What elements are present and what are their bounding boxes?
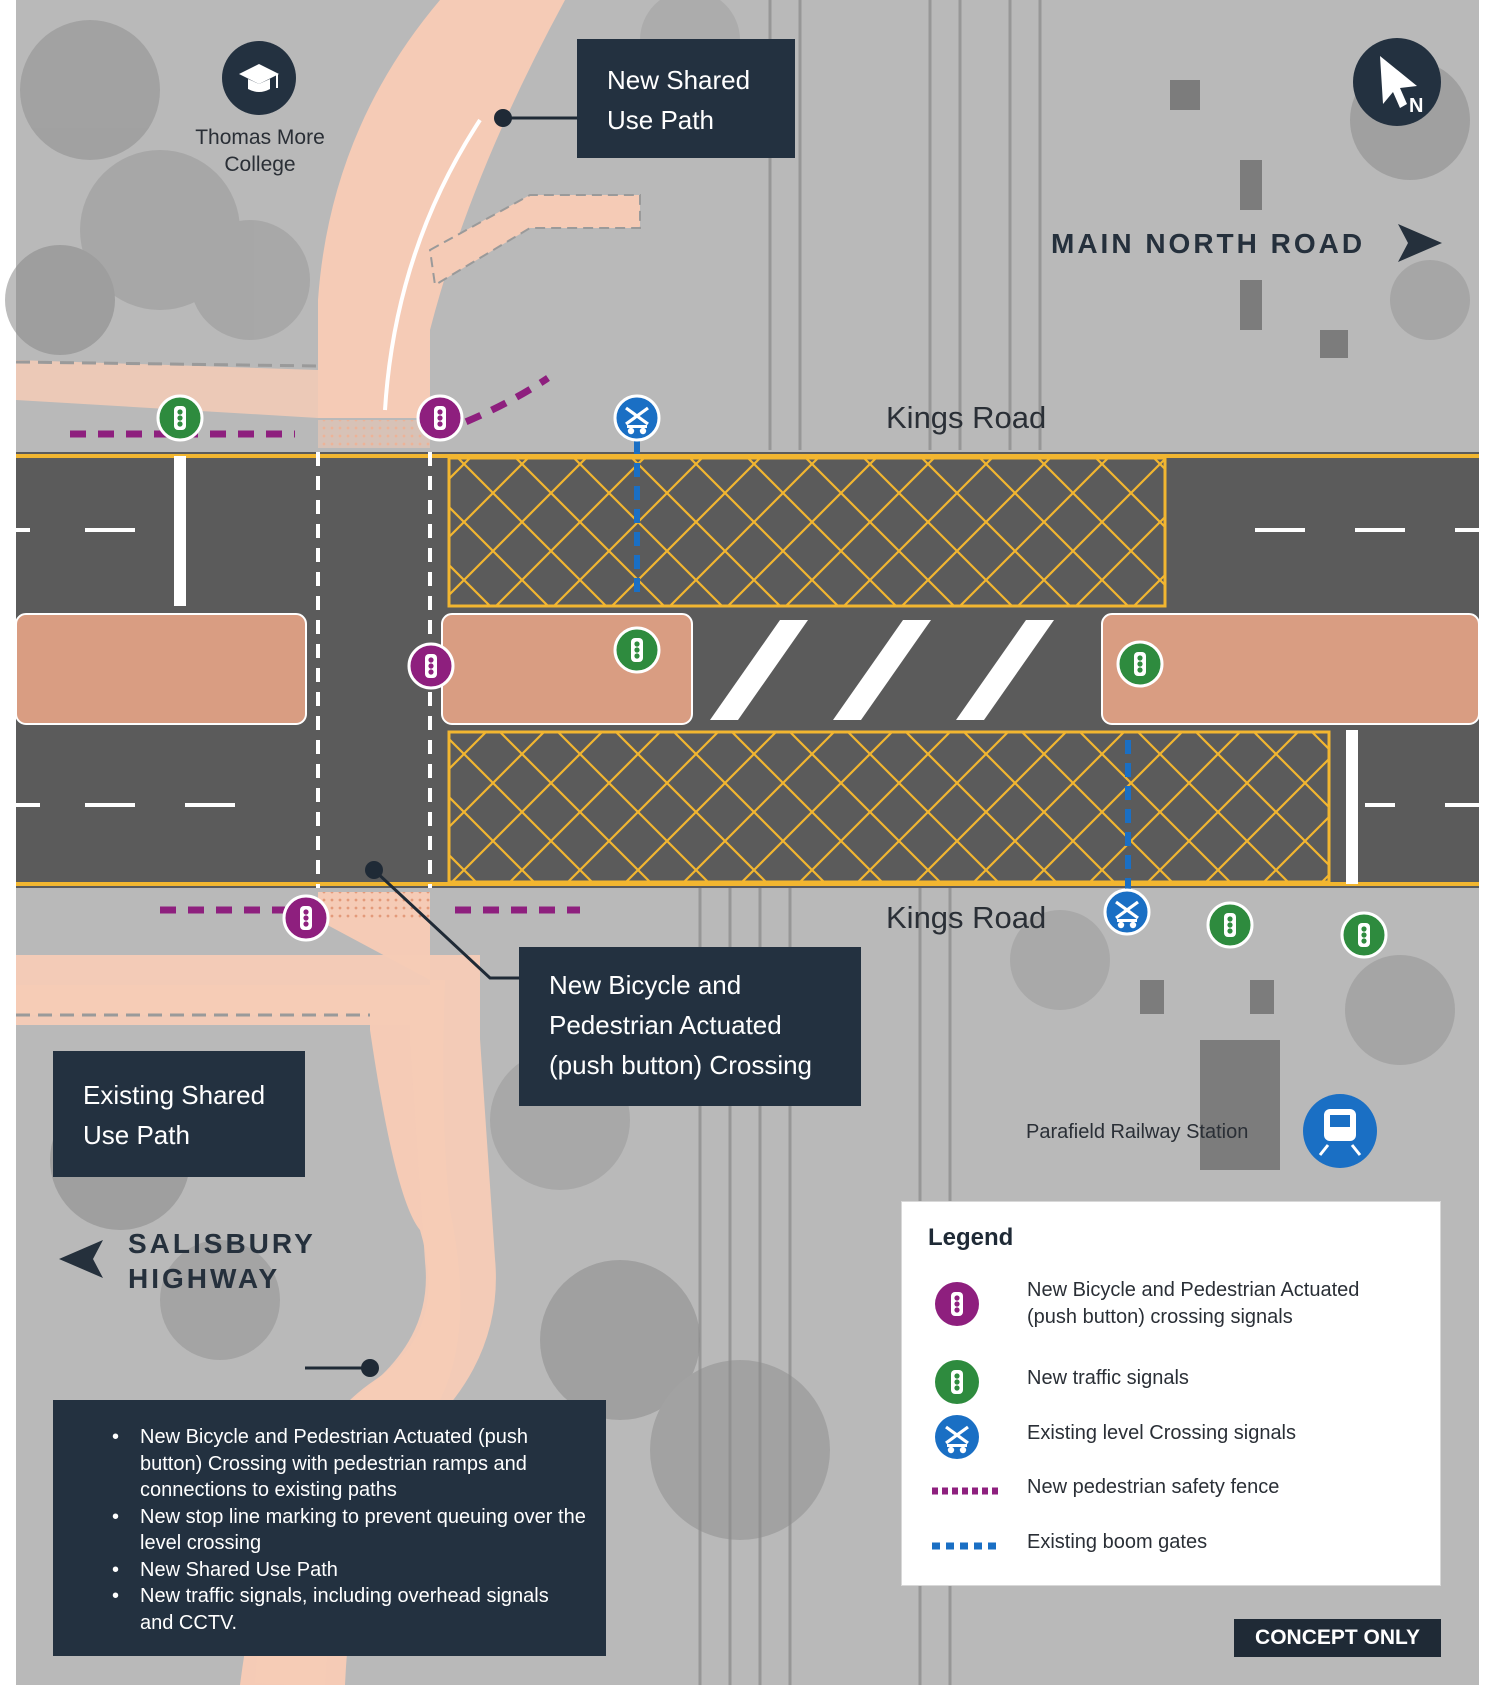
push-button-signal-icon <box>407 642 455 690</box>
legend-item-label: (push button) crossing signals <box>1027 1306 1293 1328</box>
traffic-signal-icon <box>156 394 204 442</box>
median-hatching <box>710 620 1054 720</box>
buildings <box>1140 80 1348 1170</box>
new-shared-use-path-north <box>318 0 565 418</box>
note-item: New Bicycle and Pedestrian Actuated (pus… <box>112 1424 586 1504</box>
median-east <box>1101 613 1480 725</box>
traffic-signal-icon <box>1206 901 1254 949</box>
traffic-signal-icon <box>935 1360 979 1404</box>
keep-clear-box-north <box>447 456 1167 608</box>
main-north-road-label: MAIN NORTH ROAD <box>1051 228 1366 259</box>
traffic-signal-icon <box>1116 640 1164 688</box>
safety-fence-line-icon <box>932 1487 1002 1495</box>
station-label: Parafield Railway Station <box>1026 1121 1249 1143</box>
note-item: New Shared Use Path <box>112 1557 586 1584</box>
legend-item: Existing boom gates <box>902 1519 1442 1569</box>
legend-panel: Legend New Bicycle and Pedestrian Actuat… <box>901 1201 1441 1586</box>
level-crossing-icon <box>1103 888 1151 936</box>
college-icon <box>222 41 296 115</box>
notes-panel: New Bicycle and Pedestrian Actuated (pus… <box>53 1400 606 1656</box>
level-crossing-icon <box>935 1415 979 1459</box>
legend-title: Legend <box>928 1224 1014 1251</box>
median-west <box>15 613 307 725</box>
push-button-signal-icon <box>282 894 330 942</box>
keep-clear-box-south <box>447 730 1331 884</box>
note-item: New traffic signals, including overhead … <box>112 1583 586 1636</box>
kings-road-label-north: Kings Road <box>886 400 1047 435</box>
legend-item-label: New traffic signals <box>1027 1367 1189 1389</box>
salisbury-highway-arrow-icon <box>59 1240 103 1278</box>
callout-existing-shared-use-path: Existing Shared Use Path <box>53 1051 305 1177</box>
stop-line-east <box>1346 730 1358 884</box>
level-crossing-icon <box>613 394 661 442</box>
north-label: N <box>1409 95 1423 117</box>
median-centre <box>441 613 693 725</box>
north-arrow-icon <box>1353 38 1441 126</box>
main-north-road-arrow-icon <box>1398 224 1442 262</box>
legend-item-label: New Bicycle and Pedestrian Actuated <box>1027 1279 1360 1301</box>
traffic-signal-icon <box>613 626 661 674</box>
note-item: New stop line marking to prevent queuing… <box>112 1504 586 1557</box>
traffic-signal-icon <box>1340 911 1388 959</box>
existing-boom-gates <box>634 440 1131 895</box>
stop-line-west <box>174 456 186 606</box>
train-station-icon <box>1303 1094 1377 1168</box>
legend-item-label: Existing boom gates <box>1027 1531 1208 1553</box>
legend-item-label: New pedestrian safety fence <box>1027 1476 1280 1498</box>
shared-path-connector-ne <box>428 194 641 287</box>
legend-item: New Bicycle and Pedestrian Actuated (pus… <box>902 1277 1442 1328</box>
existing-path-west <box>16 360 318 418</box>
concept-only-badge: CONCEPT ONLY <box>1234 1619 1441 1657</box>
boom-gate-line-icon <box>932 1542 1002 1550</box>
legend-item: New pedestrian safety fence <box>902 1464 1442 1514</box>
salisbury-highway-label: SALISBURY HIGHWAY <box>128 1228 316 1294</box>
lane-markings <box>16 528 1479 807</box>
legend-item: New traffic signals <box>902 1355 1442 1405</box>
callout-new-shared-use-path: New Shared Use Path <box>577 39 795 158</box>
legend-item-label: Existing level Crossing signals <box>1027 1422 1297 1444</box>
legend-item: Existing level Crossing signals <box>902 1410 1442 1460</box>
push-button-signal-icon <box>416 394 464 442</box>
kings-road-label-south: Kings Road <box>886 900 1047 935</box>
callout-leader-lines <box>305 116 578 1370</box>
college-label: Thomas More College <box>195 126 325 176</box>
callout-new-crossing: New Bicycle and Pedestrian Actuated (pus… <box>519 947 861 1106</box>
push-button-signal-icon <box>935 1282 979 1326</box>
